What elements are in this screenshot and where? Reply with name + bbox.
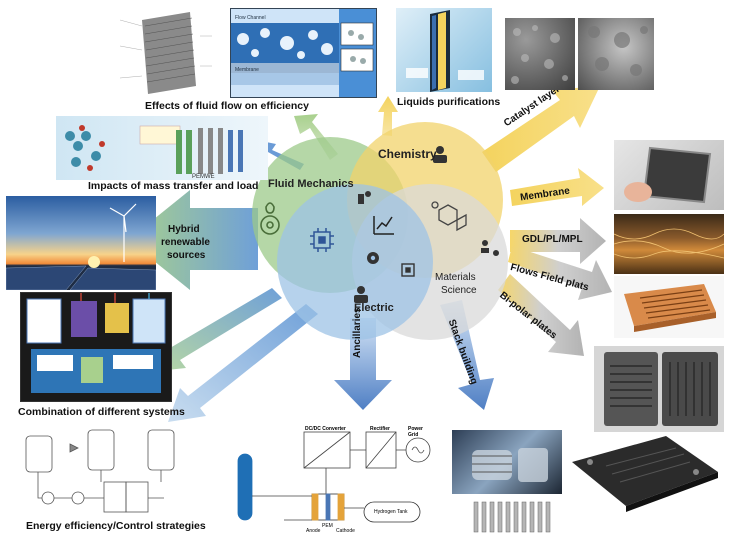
people-network-icon bbox=[481, 240, 499, 256]
label-pem: PEM bbox=[322, 523, 333, 529]
engineer-icon bbox=[354, 286, 368, 303]
venn-label-materials-2: Science bbox=[441, 285, 477, 296]
arrow-bipolar bbox=[498, 274, 584, 356]
arrow-liquids bbox=[378, 96, 398, 136]
arrow-hybrid bbox=[128, 190, 258, 290]
image-bipolar-plate-2 bbox=[566, 432, 726, 514]
image-combination-system bbox=[20, 292, 172, 402]
pemwe-label: PEMWE bbox=[192, 174, 215, 180]
label-dcdc: DC/DC Converter bbox=[305, 426, 346, 432]
image-flow-field bbox=[614, 276, 724, 338]
label-rectifier: Rectifier bbox=[370, 426, 391, 432]
image-stack-diagram bbox=[112, 6, 216, 98]
image-ancillaries: DC/DC Converter Rectifier Power Grid PEM… bbox=[234, 424, 434, 536]
caption-fluid-flow: Effects of fluid flow on efficiency bbox=[145, 100, 309, 112]
label-hybrid-3: sources bbox=[167, 250, 206, 261]
caption-energy: Energy efficiency/Control strategies bbox=[26, 520, 206, 532]
arrow-energy bbox=[168, 304, 318, 422]
arrow-ancillaries bbox=[334, 318, 392, 410]
image-catalyst-sem-2 bbox=[578, 18, 654, 90]
label-ancillaries: Ancillaries bbox=[352, 307, 363, 358]
image-gdl bbox=[614, 214, 724, 274]
venn-label-chemistry: Chemistry bbox=[378, 147, 437, 161]
arrow-catalyst bbox=[482, 86, 600, 172]
image-catalyst-sem-1 bbox=[505, 18, 575, 90]
venn-electric-circle bbox=[277, 184, 433, 340]
membrane-small-label: Membrane bbox=[235, 67, 259, 73]
venn-label-electric: Electric bbox=[354, 302, 394, 314]
image-solar-wind bbox=[6, 196, 156, 290]
label-hybrid-2: renewable bbox=[161, 237, 210, 248]
image-stack-fins bbox=[468, 496, 560, 538]
arrow-membrane bbox=[510, 168, 604, 206]
arrow-gdl bbox=[510, 218, 606, 264]
image-mass-transfer: PEMWE bbox=[56, 116, 268, 180]
label-anode: Anode bbox=[306, 528, 321, 534]
processor-icon bbox=[401, 263, 415, 277]
caption-combination: Combination of different systems bbox=[18, 406, 185, 418]
caption-liquids: Liquids purifications bbox=[397, 96, 501, 108]
label-gdl: GDL/PL/MPL bbox=[522, 234, 583, 245]
droplet-gear-icon bbox=[260, 202, 280, 235]
scientist-icon bbox=[433, 146, 447, 163]
label-hybrid-1: Hybrid bbox=[168, 224, 200, 235]
venn-label-fluid: Fluid Mechanics bbox=[268, 178, 354, 190]
molecule-icon bbox=[431, 201, 467, 232]
image-liquids bbox=[396, 8, 492, 92]
chart-icon bbox=[373, 216, 394, 235]
arrow-flows-field bbox=[508, 246, 612, 300]
image-bipolar-plate-1 bbox=[594, 346, 724, 432]
label-power-grid: Power Grid bbox=[408, 426, 424, 438]
label-hydrogen-tank: Hydrogen Tank bbox=[374, 509, 408, 515]
image-stack-photo bbox=[452, 430, 562, 494]
gear-icon bbox=[367, 252, 379, 264]
label-cathode: Cathode bbox=[336, 528, 355, 534]
caption-mass-transfer: Impacts of mass transfer and load bbox=[88, 180, 259, 192]
venn-label-materials-1: Materials bbox=[435, 272, 476, 283]
flow-channel-label: Flow Channel bbox=[235, 15, 266, 21]
lab-flask-icon bbox=[358, 191, 371, 204]
chip-icon bbox=[310, 228, 334, 252]
image-flow-channel: Flow Channel Membrane bbox=[230, 8, 377, 98]
arrow-combination bbox=[148, 288, 282, 372]
image-membrane bbox=[614, 140, 724, 210]
image-energy-schematic bbox=[18, 424, 198, 518]
